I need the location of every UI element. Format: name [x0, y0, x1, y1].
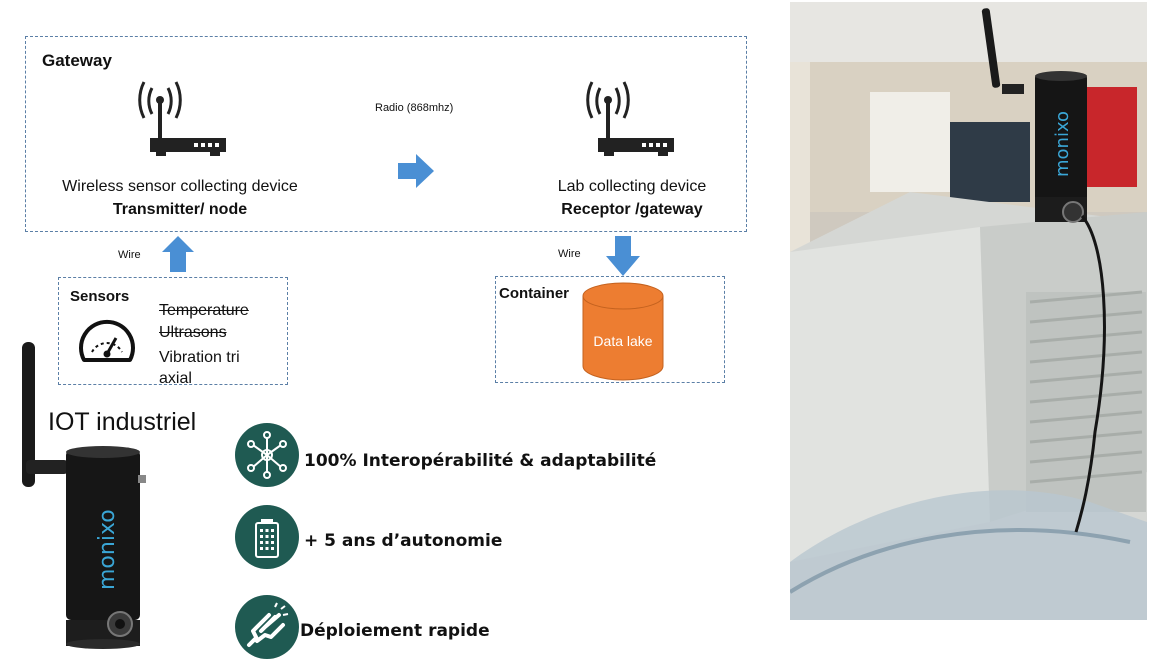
wire-right-label: Wire [558, 248, 581, 260]
gateway-box [25, 36, 747, 232]
wire-left-label: Wire [118, 249, 141, 261]
sensors-box [58, 277, 288, 385]
data-lake-cylinder [582, 282, 664, 381]
container-box [495, 276, 725, 383]
transmitter-router-icon [138, 81, 226, 156]
right-arrow-icon [398, 154, 434, 188]
sensor-item-ultrasons: Ultrasons [159, 324, 227, 341]
gateway-title: Gateway [42, 51, 112, 70]
iot-heading: IOT industriel [48, 408, 197, 436]
receptor-label-line1: Lab collecting device [557, 178, 707, 195]
transmitter-label-line2: Transmitter/ node [112, 201, 248, 218]
radio-label: Radio (868mhz) [375, 102, 454, 114]
device-brand-text: monixo [95, 509, 120, 590]
sensors-title: Sensors [70, 288, 130, 305]
installation-photo: monixo [790, 2, 1147, 620]
feature-1-circle [235, 423, 299, 487]
battery-icon [255, 519, 279, 558]
feature-3-label: Déploiement rapide [300, 621, 490, 641]
network-icon [247, 431, 287, 479]
data-lake-label: Data lake [593, 333, 653, 349]
gauge-icon [79, 319, 135, 362]
feature-3-circle [235, 595, 299, 659]
monixo-device-image: monixo [22, 342, 146, 649]
feature-2-circle [235, 505, 299, 569]
feature-2-label: + 5 ans d’autonomie [304, 531, 503, 551]
transmitter-label-line1: Wireless sensor collecting device [62, 178, 298, 195]
receptor-router-icon [586, 81, 674, 156]
sensor-item-temperature: Temperature [159, 302, 249, 319]
feature-1-label: 100% Interopérabilité & adaptabilité [304, 451, 657, 471]
receptor-label-line2: Receptor /gateway [561, 201, 703, 218]
up-arrow-icon [162, 236, 194, 272]
sensor-item-vibration: Vibration tri axial [159, 349, 240, 387]
container-title: Container [499, 285, 570, 302]
hand-snap-icon [247, 602, 289, 647]
down-arrow-icon [606, 236, 640, 276]
photo-brand-text: monixo [1052, 111, 1073, 177]
